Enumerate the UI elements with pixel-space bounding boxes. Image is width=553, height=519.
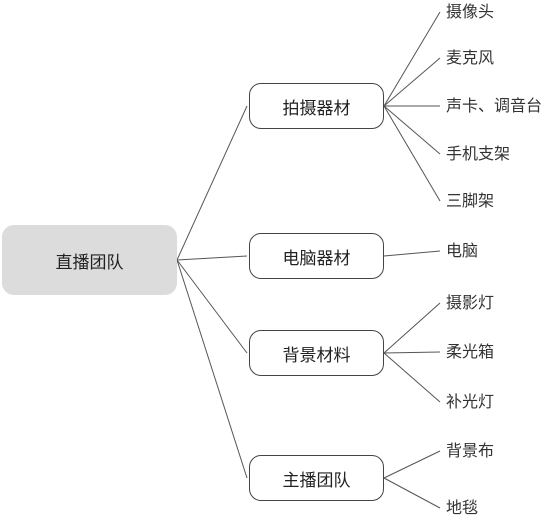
- category-node-computer-equipment[interactable]: 电脑器材: [249, 233, 384, 279]
- connector-category-0-to-leaf-1: [383, 57, 441, 107]
- category-node-host-team[interactable]: 主播团队: [249, 455, 384, 501]
- connector-category-3-to-leaf-1: [383, 477, 441, 509]
- leaf-sound-card[interactable]: 声卡、调音台: [446, 96, 543, 115]
- category-label: 主播团队: [282, 470, 351, 491]
- category-node-shooting-equipment[interactable]: 拍摄器材: [249, 83, 384, 129]
- connector-root-to-category-0: [176, 105, 248, 261]
- connector-root-to-category-1: [176, 255, 248, 261]
- category-label: 电脑器材: [282, 248, 351, 269]
- leaf-carpet[interactable]: 地毯: [446, 498, 479, 517]
- leaf-tripod[interactable]: 三脚架: [446, 191, 495, 210]
- leaf-photo-light[interactable]: 摄影灯: [446, 293, 495, 312]
- leaf-fill-light[interactable]: 补光灯: [446, 392, 495, 411]
- connector-root-to-category-3: [176, 259, 248, 479]
- leaf-computer[interactable]: 电脑: [446, 241, 479, 260]
- leaf-softbox[interactable]: 柔光箱: [446, 342, 495, 361]
- connector-category-2-to-leaf-2: [383, 352, 441, 403]
- connector-category-2-to-leaf-1: [383, 351, 441, 354]
- leaf-camera[interactable]: 摄像头: [446, 2, 495, 21]
- connector-category-0-to-leaf-0: [383, 11, 441, 107]
- category-label: 背景材料: [282, 345, 351, 366]
- leaf-phone-stand[interactable]: 手机支架: [446, 144, 511, 163]
- leaf-backdrop[interactable]: 背景布: [446, 441, 495, 460]
- root-node[interactable]: 直播团队: [2, 225, 177, 295]
- connector-category-1-to-leaf-0: [383, 250, 441, 257]
- leaf-microphone[interactable]: 麦克风: [446, 48, 495, 67]
- category-label: 拍摄器材: [282, 98, 351, 119]
- connector-category-2-to-leaf-0: [383, 302, 441, 354]
- category-node-background-materials[interactable]: 背景材料: [249, 330, 384, 376]
- connector-root-to-category-2: [176, 259, 248, 354]
- connector-category-0-to-leaf-3: [383, 105, 441, 155]
- root-label: 直播团队: [55, 252, 124, 273]
- connector-category-0-to-leaf-4: [383, 105, 441, 202]
- connector-category-3-to-leaf-0: [383, 450, 441, 479]
